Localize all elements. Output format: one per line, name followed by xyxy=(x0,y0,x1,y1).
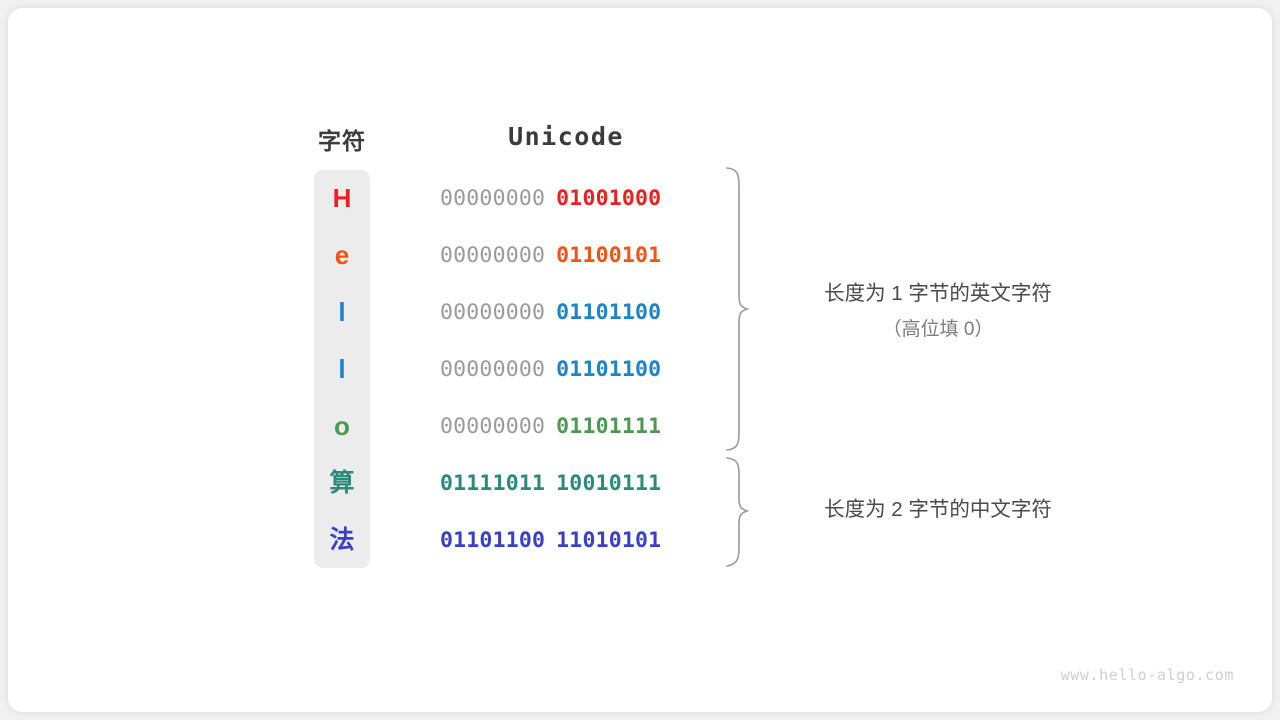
character-cell: o xyxy=(334,411,350,441)
annotation-one-byte-main: 长度为 1 字节的英文字符 xyxy=(824,282,1052,305)
low-byte: 01101100 xyxy=(556,357,662,382)
column-header-unicode: Unicode xyxy=(508,122,624,151)
high-byte: 01111011 xyxy=(440,471,546,496)
low-byte: 01101111 xyxy=(556,414,662,439)
unicode-binary-cell: 00000000 01101111 xyxy=(440,398,692,455)
unicode-binary-cell: 00000000 01101100 xyxy=(440,341,692,398)
low-byte: 10010111 xyxy=(556,471,662,496)
low-byte: 11010101 xyxy=(556,528,662,553)
high-byte: 01101100 xyxy=(440,528,546,553)
annotation-two-byte: 长度为 2 字节的中文字符 xyxy=(768,495,1108,525)
character-cell: 算 xyxy=(329,469,355,497)
high-byte: 00000000 xyxy=(440,414,546,439)
low-byte: 01101100 xyxy=(556,300,662,325)
unicode-binary-cell: 00000000 01101100 xyxy=(440,284,692,341)
column-header-character: 字符 xyxy=(318,128,366,154)
unicode-binary-cell: 00000000 01100101 xyxy=(440,227,692,284)
annotation-two-byte-main: 长度为 2 字节的中文字符 xyxy=(824,498,1052,521)
low-byte: 01001000 xyxy=(556,186,662,211)
low-byte: 01100101 xyxy=(556,243,662,268)
annotation-one-byte: 长度为 1 字节的英文字符 （高位填 0） xyxy=(768,276,1108,348)
watermark: www.hello-algo.com xyxy=(1060,666,1234,684)
character-column-background xyxy=(314,170,370,568)
unicode-binary-cell: 01101100 11010101 xyxy=(440,512,692,569)
unicode-binary-cell: 01111011 10010111 xyxy=(440,455,692,512)
figure-card: 字符 Unicode H 00000000 01001000 e 00000000 011… xyxy=(8,8,1272,712)
high-byte: 00000000 xyxy=(440,186,546,211)
unicode-binary-cell: 00000000 01001000 xyxy=(440,170,692,227)
character-cell: 法 xyxy=(329,526,355,554)
character-cell: e xyxy=(334,240,350,270)
character-cell: H xyxy=(332,183,352,213)
annotation-one-byte-sub: （高位填 0） xyxy=(882,319,994,340)
high-byte: 00000000 xyxy=(440,300,546,325)
brace-two-byte-group xyxy=(726,457,750,567)
character-cell: l xyxy=(338,354,346,384)
high-byte: 00000000 xyxy=(440,357,546,382)
brace-one-byte-group xyxy=(726,167,750,451)
character-cell: l xyxy=(338,297,346,327)
high-byte: 00000000 xyxy=(440,243,546,268)
